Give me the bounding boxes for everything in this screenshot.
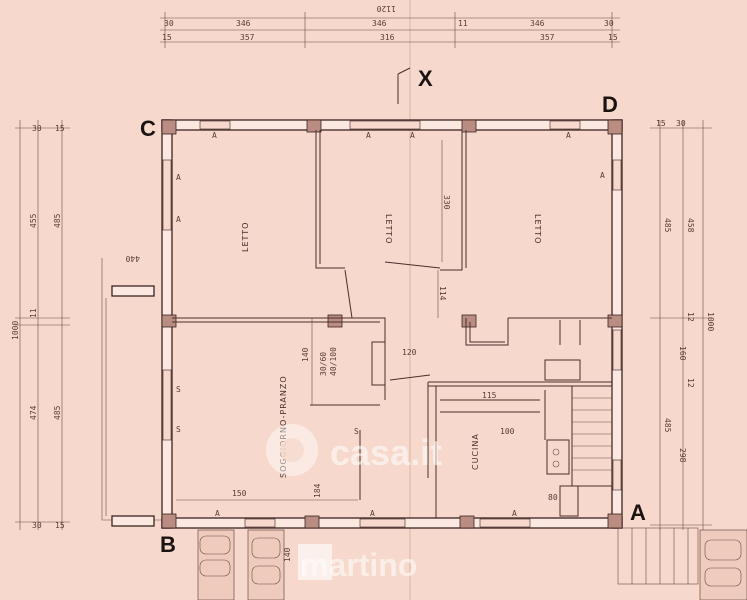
marker-a-3: A [410,131,415,140]
corner-c-label: C [140,116,156,141]
right-dimensions: 15 30 485 458 12 1000 160 12 485 298 [650,119,715,530]
dim-int-40-100: 40/100 [329,347,338,376]
marker-a-10: A [512,509,517,518]
dim-top-r1-0: 30 [164,19,174,28]
dim-int-440: 440 [125,254,140,263]
dim-left-10: 15 [55,521,65,530]
dim-top-r2-4: 15 [608,33,618,42]
marker-s-3: S [354,427,359,436]
dim-int-120: 120 [402,348,417,357]
dim-top-r1-1: 346 [236,19,251,28]
dim-bottom-140: 140 [283,547,292,562]
outer-walls [161,119,623,529]
dim-top-r1-2: 346 [372,19,387,28]
dim-left-4: 485 [53,213,62,228]
dim-right-2: 30 [676,119,686,128]
marker-a-2: A [366,131,371,140]
dim-top-r1-4: 346 [530,19,545,28]
dim-int-184: 184 [313,483,322,498]
dim-top-total: 1120 [377,4,396,13]
corner-a-label: A [630,500,646,525]
room-soggiorno: SOGGIORNO-PRANZO [279,375,288,478]
marker-a-6: A [176,215,181,224]
dim-int-330: 330 [442,195,451,210]
dim-left-5: 11 [29,308,38,318]
dim-left-7: 474 [29,405,38,420]
marker-s-2: S [176,425,181,434]
left-dimensions: 30 15 455 485 11 1000 474 485 30 15 [11,120,70,530]
window-markers: A A A A A A A S S A A A S [176,131,605,518]
dim-left-6: 1000 [11,321,20,340]
marker-s-1: S [176,385,181,394]
corner-b-label: B [160,532,176,557]
marker-a-7: A [600,171,605,180]
dim-int-150: 150 [232,489,247,498]
dim-left-2: 15 [55,124,65,133]
watermark-casa: casa.it [266,424,442,476]
dim-right-4: 458 [686,218,695,233]
room-cucina: CUCINA [471,433,480,470]
corner-d-label: D [602,92,618,117]
kitchen-fixtures [544,385,613,517]
dim-top-r1-3: 11 [458,19,468,28]
top-dimensions: 1120 30 346 346 11 346 30 15 357 316 357… [160,4,620,48]
room-letto-1: LETTO [241,222,250,252]
interior-dimensions: 330 114 120 140 30/60 40/100 150 184 440… [125,140,558,562]
dim-top-r2-2: 316 [380,33,395,42]
dim-right-3: 485 [663,218,672,233]
stone-path [197,527,747,600]
watermark-casa-text: casa.it [330,432,442,473]
watermark-martino-text: martino [300,547,417,583]
dim-int-140: 140 [301,347,310,362]
room-letto-3: LETTO [533,214,542,244]
dim-int-100: 100 [500,427,515,436]
dim-left-8: 485 [53,405,62,420]
dim-top-r1-5: 30 [604,19,614,28]
left-balcony [101,258,162,527]
dim-left-1: 30 [32,124,42,133]
marker-a-8: A [215,509,220,518]
section-marker: X [397,66,433,104]
dim-int-30-60: 30/60 [319,352,328,376]
dim-int-114: 114 [438,286,447,301]
watermark-martino: martino [298,544,417,583]
dim-right-9: 485 [663,418,672,433]
dim-right-10: 298 [678,448,687,463]
marker-a-1: A [212,131,217,140]
dim-top-r2-1: 357 [240,33,255,42]
dim-right-8: 12 [686,378,695,388]
section-x-label: X [418,66,433,91]
dim-top-r2-3: 357 [540,33,555,42]
marker-a-4: A [566,131,571,140]
dim-right-7: 160 [678,346,687,361]
dim-left-3: 455 [29,213,38,228]
marker-a-9: A [370,509,375,518]
room-letto-2: LETTO [384,214,393,244]
dim-int-80: 80 [548,493,558,502]
dim-int-115: 115 [482,391,497,400]
dim-top-r2-0: 15 [162,33,172,42]
dim-right-1: 15 [656,119,666,128]
dim-left-9: 30 [32,521,42,530]
dim-right-6: 1000 [706,312,715,331]
dim-right-5: 12 [686,312,695,322]
marker-a-5: A [176,173,181,182]
